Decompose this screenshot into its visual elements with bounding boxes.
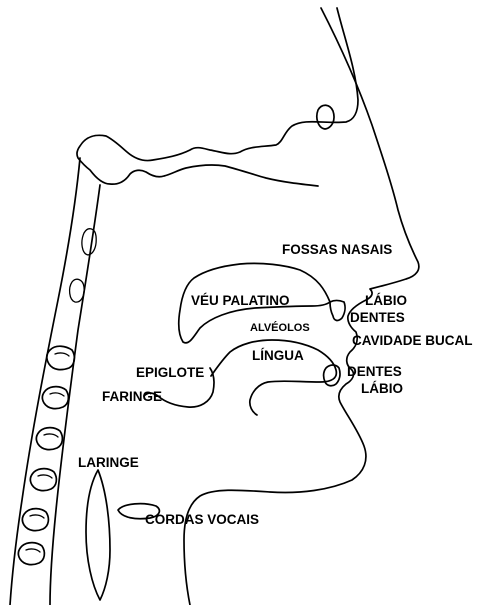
vertebra-5 — [22, 509, 48, 531]
vertebra-hole-2 — [70, 279, 85, 302]
vertebra-4-inner — [38, 475, 52, 478]
label-lingua: LÍNGUA — [252, 348, 304, 363]
spine-back — [50, 185, 100, 605]
label-cordas-vocais: CORDAS VOCAIS — [145, 512, 259, 527]
spine-front — [10, 158, 80, 605]
label-laringe: LARINGE — [78, 455, 139, 470]
vertebra-hole-1 — [82, 229, 96, 255]
label-alveolos: ALVÉOLOS — [250, 321, 310, 334]
label-dentes-bottom: DENTES — [347, 364, 402, 379]
lower-teeth — [324, 365, 340, 386]
vertebra-3 — [36, 428, 62, 450]
sinus-loop — [317, 105, 334, 129]
vertebra-6-inner — [26, 549, 40, 552]
vertebra-2-inner — [50, 393, 64, 396]
label-faringe: FARINGE — [102, 389, 162, 404]
vertebra-6 — [18, 543, 44, 565]
label-labio-top: LÁBIO — [365, 293, 407, 308]
skull-base — [77, 8, 358, 186]
label-cavidade-bucal: CAVIDADE BUCAL — [352, 333, 473, 348]
vertebra-5-inner — [30, 515, 44, 518]
label-veu-palatino: VÉU PALATINO — [191, 293, 290, 308]
larynx — [86, 470, 110, 600]
vertebra-1-inner — [55, 353, 69, 356]
upper-teeth — [330, 301, 345, 321]
label-fossas-nasais: FOSSAS NASAIS — [282, 242, 392, 257]
vertebra-2 — [42, 387, 68, 409]
label-dentes-top: DENTES — [350, 310, 405, 325]
vertebra-3-inner — [44, 434, 58, 437]
vertebra-1 — [47, 346, 75, 369]
vertebra-4 — [30, 469, 56, 491]
label-labio-bottom: LÁBIO — [361, 381, 403, 396]
label-epiglote: EPIGLOTE — [136, 365, 204, 380]
